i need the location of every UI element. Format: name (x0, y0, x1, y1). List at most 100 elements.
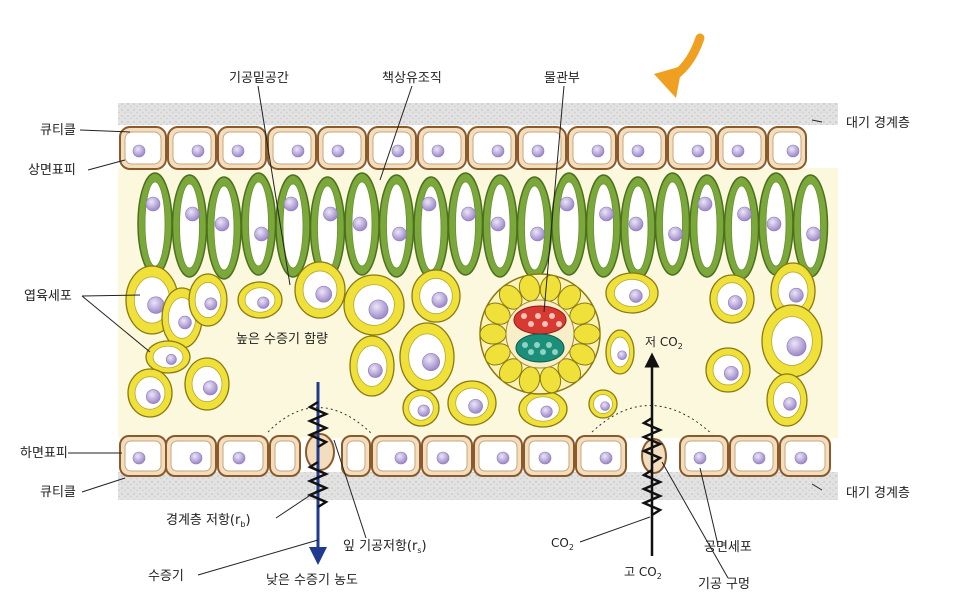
nucleus (367, 363, 383, 378)
label-cuticle-top: 큐티클 (40, 123, 76, 138)
nucleus (352, 216, 368, 232)
nucleus (254, 226, 269, 242)
cuticle-top-band (118, 103, 838, 125)
label-boundary-resistance: 경계층 저항(rb) (166, 513, 251, 529)
phloem-cell (534, 342, 540, 348)
label-stomatal-resistance: 잎 기공저항(rs) (343, 539, 427, 555)
label-upper-epidermis: 상면표피 (28, 163, 76, 178)
nucleus (691, 144, 705, 158)
co2-stomatal-resistor-icon (640, 416, 664, 465)
label-cuticle-bottom: 큐티클 (40, 485, 76, 500)
sunlight-arrow-head-icon (654, 66, 682, 98)
spongy-mesophyll (125, 261, 823, 428)
boundary-resistor-icon (306, 460, 330, 509)
nucleus (147, 296, 165, 314)
label-boundary-layer-bottom: 대기 경계층 (846, 486, 910, 501)
nucleus (783, 397, 797, 411)
phloem (515, 333, 565, 363)
nucleus (202, 380, 218, 396)
bundle-sheath-cell (479, 323, 507, 345)
palisade-vacuole (696, 183, 718, 269)
nucleus (232, 451, 246, 465)
nucleus (490, 216, 506, 232)
stomatal-resistor-icon (306, 400, 330, 449)
nucleus (693, 451, 707, 465)
leader-lines (68, 85, 823, 579)
xylem-vessel (528, 321, 534, 327)
nucleus (394, 451, 408, 465)
nucleus (422, 353, 440, 372)
nucleus (794, 451, 808, 465)
xylem-vessel (542, 321, 548, 327)
co2-boundary-resistor-icon (640, 468, 664, 517)
nucleus (323, 206, 338, 222)
label-co2: CO2 (551, 536, 574, 552)
nucleus (559, 196, 575, 212)
palisade-vacuole (800, 183, 821, 269)
label-vascular: 물관부 (544, 71, 580, 86)
label-high-co2: 고 CO2 (624, 565, 662, 581)
nucleus (132, 451, 146, 465)
nucleus (165, 353, 177, 365)
label-mesophyll: 엽육세포 (24, 289, 72, 304)
nucleus (491, 144, 505, 158)
nucleus (788, 287, 804, 303)
phloem-cell (528, 349, 534, 355)
xylem-vessel (521, 313, 527, 319)
nucleus (431, 144, 445, 158)
upper-epidermis-vacuole (672, 131, 712, 165)
xylem-vessel (535, 313, 541, 319)
lower-epidermis-vacuole (346, 440, 366, 472)
nucleus (204, 297, 218, 311)
nucleus (191, 144, 205, 158)
nucleus (629, 289, 643, 303)
nucleus (599, 451, 613, 465)
nucleus (283, 196, 299, 212)
nucleus (531, 144, 545, 158)
nucleus (291, 144, 305, 158)
palisade-vacuole (558, 181, 580, 267)
label-stoma: 기공 구멍 (698, 577, 750, 592)
label-stomatal-space: 기공밑공간 (229, 71, 289, 86)
palisade-vacuole (317, 185, 338, 271)
palisade-vacuole (144, 181, 166, 267)
nucleus (617, 350, 627, 361)
nucleus (786, 336, 807, 357)
nucleus (185, 206, 200, 222)
upper-epidermis-vacuole (472, 131, 512, 165)
nucleus (538, 451, 552, 465)
nucleus (496, 451, 510, 465)
label-low-co2: 저 CO2 (645, 335, 683, 351)
nucleus (436, 451, 450, 465)
palisade-vacuole (248, 181, 269, 267)
nucleus (392, 226, 407, 242)
bundle-sheath-cell (573, 323, 601, 345)
upper-epidermis-vacuole (172, 131, 212, 165)
xylem-vessel (556, 321, 562, 327)
nucleus (530, 226, 545, 242)
phloem-cell (540, 349, 546, 355)
nucleus (368, 299, 389, 320)
nucleus (628, 216, 644, 232)
nucleus (540, 405, 553, 418)
nucleus (786, 144, 800, 158)
nucleus (806, 226, 821, 242)
palisade-vacuole (593, 183, 614, 269)
nucleus (697, 196, 713, 212)
nucleus (468, 398, 483, 414)
nucleus (461, 206, 476, 222)
nucleus (421, 196, 437, 212)
upper-epidermis-vacuole (272, 131, 312, 165)
nucleus (591, 144, 605, 158)
nucleus (257, 296, 270, 309)
nucleus (731, 144, 745, 158)
label-low-humidity: 낮은 수증기 농도 (266, 573, 358, 588)
phloem-cell (546, 342, 552, 348)
nucleus (214, 216, 230, 232)
xylem-vessel (549, 313, 555, 319)
lower-epidermis-vacuole (274, 440, 296, 472)
nucleus (668, 226, 683, 242)
nucleus (145, 389, 161, 404)
nucleus (431, 291, 448, 308)
